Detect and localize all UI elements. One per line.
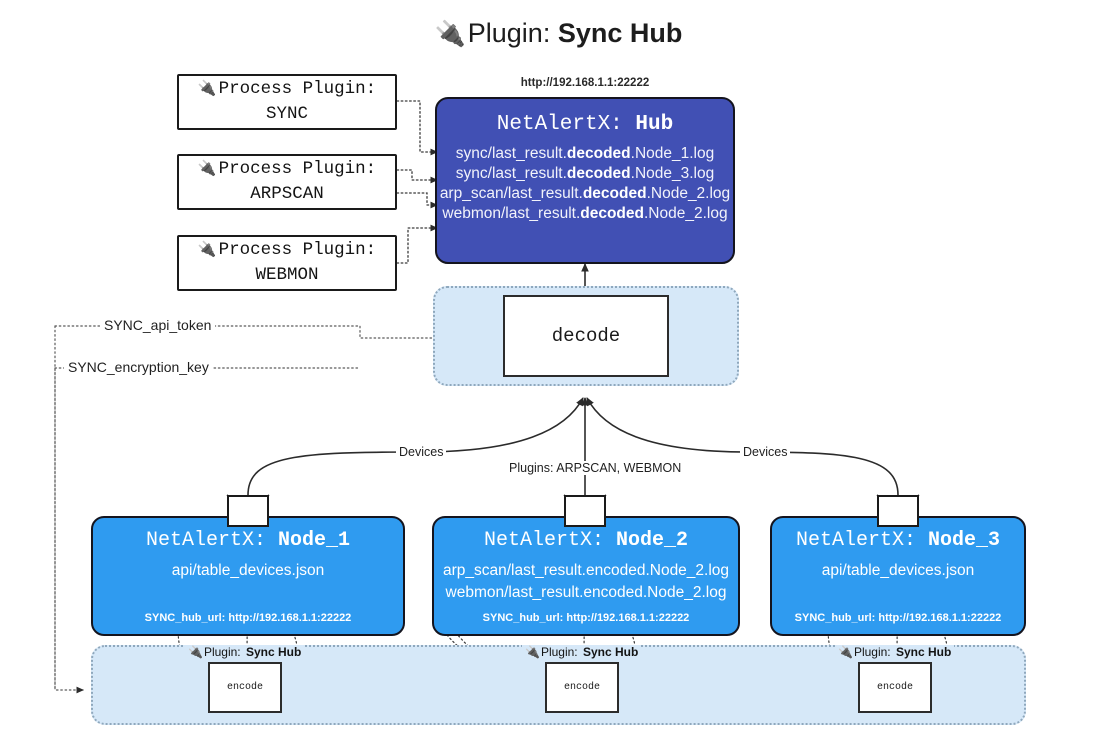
node-line: api/table_devices.json (821, 562, 975, 579)
edge-label-plugins: Plugins: ARPSCAN, WEBMON (506, 461, 685, 475)
hub-node[interactable]: NetAlertX: Hub sync/last_result.decoded.… (435, 97, 735, 264)
process-plugin-label: Process Plugin: (218, 159, 377, 180)
edge-label-devices-right: Devices (740, 445, 791, 459)
encode-label: encode (226, 682, 263, 693)
node-box-node-1[interactable]: NetAlertX: Node_1 api/table_devices.json… (91, 516, 405, 636)
sync-encryption-key-label: SYNC_encryption_key (64, 359, 213, 375)
node-line-list: api/table_devices.json (172, 562, 325, 580)
decode-label: decode (551, 325, 621, 347)
process-plugin-name: ARPSCAN (250, 184, 324, 204)
hub-log-line: sync/last_result.decoded.Node_3.log (455, 165, 715, 182)
envelope-icon (877, 495, 919, 527)
page-title-strong: Sync Hub (557, 18, 683, 48)
hub-log-list: sync/last_result.decoded.Node_1.log sync… (437, 145, 733, 223)
encode-box-1[interactable]: encode (208, 662, 282, 713)
sync-api-token-label: SYNC_api_token (100, 317, 216, 333)
encode-label: encode (876, 682, 913, 693)
hub-log-line: arp_scan/last_result.decoded.Node_2.log (439, 185, 731, 202)
edge-label-devices-left: Devices (396, 445, 447, 459)
node-line: webmon/last_result.encoded.Node_2.log (445, 584, 727, 601)
node-line: api/table_devices.json (171, 562, 325, 579)
node-footer: SYNC_hub_url: http://192.168.1.1:22222 (144, 612, 352, 624)
encoder-plugin-label-2: 🔌 Plugin: Sync Hub (522, 645, 642, 659)
node-line: arp_scan/last_result.encoded.Node_2.log (442, 562, 730, 579)
plug-icon: 🔌 (197, 242, 217, 260)
process-plugin-box-arpscan[interactable]: 🔌 Process Plugin: ARPSCAN (177, 154, 397, 210)
hub-log-line: webmon/last_result.decoded.Node_2.log (442, 205, 728, 222)
plug-icon: 🔌 (838, 645, 853, 659)
plug-icon: 🔌 (188, 645, 203, 659)
encode-box-2[interactable]: encode (545, 662, 619, 713)
decode-box[interactable]: decode (503, 295, 669, 377)
node-line-list: api/table_devices.json (822, 562, 975, 580)
hub-title: NetAlertX: Hub (496, 113, 674, 136)
process-plugin-box-sync[interactable]: 🔌 Process Plugin: SYNC (177, 74, 397, 130)
envelope-icon (227, 495, 269, 527)
node-box-node-3[interactable]: NetAlertX: Node_3 api/table_devices.json… (770, 516, 1026, 636)
node-box-node-2[interactable]: NetAlertX: Node_2 arp_scan/last_result.e… (432, 516, 740, 636)
node-title: NetAlertX: Node_2 (483, 529, 689, 552)
node-title: NetAlertX: Node_3 (795, 529, 1001, 552)
process-plugin-box-webmon[interactable]: 🔌 Process Plugin: WEBMON (177, 235, 397, 291)
plug-icon: 🔌 (197, 161, 217, 179)
plug-icon: 🔌 (197, 81, 217, 99)
envelope-icon (564, 495, 606, 527)
hub-log-line: sync/last_result.decoded.Node_1.log (455, 145, 715, 162)
node-line-list: arp_scan/last_result.encoded.Node_2.log … (443, 562, 729, 602)
node-footer: SYNC_hub_url: http://192.168.1.1:22222 (482, 612, 690, 624)
plug-icon: 🔌 (434, 20, 466, 48)
encoder-plugin-label-3: 🔌 Plugin: Sync Hub (835, 645, 955, 659)
node-footer: SYNC_hub_url: http://192.168.1.1:22222 (794, 612, 1002, 624)
hub-url-label: http://192.168.1.1:22222 (520, 77, 650, 89)
encoder-plugin-label-1: 🔌 Plugin: Sync Hub (185, 645, 305, 659)
plug-icon: 🔌 (525, 645, 540, 659)
node-title: NetAlertX: Node_1 (145, 529, 351, 552)
process-plugin-name: WEBMON (255, 265, 319, 285)
process-plugin-label: Process Plugin: (218, 79, 377, 100)
page-title-lead: Plugin: (467, 18, 551, 48)
process-plugin-name: SYNC (265, 104, 308, 124)
encode-label: encode (563, 682, 600, 693)
encode-box-3[interactable]: encode (858, 662, 932, 713)
process-plugin-label: Process Plugin: (218, 240, 377, 261)
page-title: 🔌Plugin: Sync Hub (0, 18, 1117, 49)
